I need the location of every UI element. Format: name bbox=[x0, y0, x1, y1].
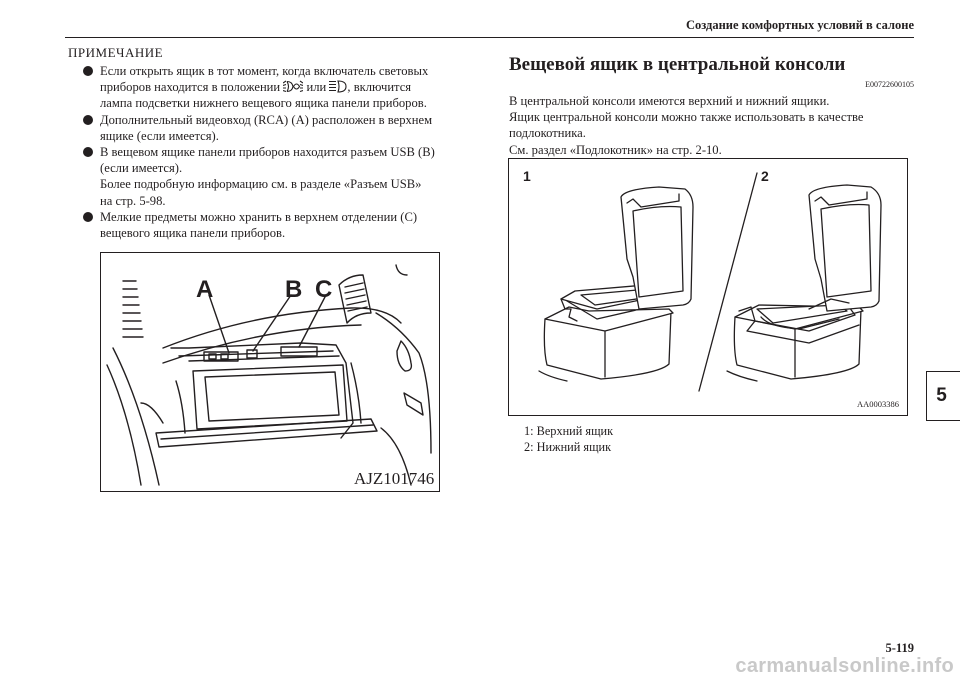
bullet-dot-icon bbox=[83, 66, 93, 76]
caption-upper-box: 1: Верхний ящик bbox=[524, 424, 614, 438]
caption-lower-box: 2: Нижний ящик bbox=[524, 440, 612, 454]
section-paragraph: В центральной консоли имеются верхний и … bbox=[509, 93, 909, 158]
figure1-code: AJZ101746 bbox=[354, 469, 434, 488]
note-text: или bbox=[306, 80, 327, 95]
glovebox-figure: A B C AJZ101746 bbox=[100, 252, 440, 492]
paragraph-line: подлокотника. bbox=[509, 126, 586, 141]
label-2: 2 bbox=[761, 168, 769, 184]
section-title: Вещевой ящик в центральной консоли bbox=[509, 54, 846, 75]
note-bullet: В вещевом ящике панели приборов находитс… bbox=[83, 144, 478, 209]
note-bullet: Мелкие предметы можно хранить в верхнем … bbox=[83, 209, 478, 241]
note-line: Мелкие предметы можно хранить в верхнем … bbox=[100, 209, 418, 224]
note-line-with-icons: приборов находится в положении или , вкл… bbox=[100, 79, 478, 95]
page-number: 5-119 bbox=[885, 641, 914, 655]
note-line: Более подробную информацию см. в разделе… bbox=[100, 177, 422, 192]
bullet-dot-icon bbox=[83, 114, 93, 125]
paragraph-line: В центральной консоли имеются верхний и … bbox=[509, 94, 830, 108]
label-1: 1 bbox=[523, 168, 531, 184]
chapter-tab: 5 bbox=[926, 371, 960, 421]
note-line: В вещевом ящике панели приборов находитс… bbox=[100, 145, 435, 160]
parking-light-icon bbox=[283, 80, 304, 93]
header-divider bbox=[65, 37, 914, 38]
figure2-code: AA0003386 bbox=[857, 399, 899, 409]
console-box-illustration: 1 2 AA0003386 bbox=[523, 168, 899, 409]
note-line: Если открыть ящик в тот момент, когда вк… bbox=[100, 64, 429, 78]
label-b: B bbox=[285, 276, 302, 303]
label-c: C bbox=[315, 276, 332, 303]
paragraph-line: См. раздел «Подлокотник» на стр. 2-10. bbox=[509, 142, 722, 157]
bullet-dot-icon bbox=[83, 147, 93, 158]
label-a: A bbox=[196, 276, 213, 303]
header-title: Создание комфортных условий в салоне bbox=[685, 18, 914, 32]
note-line: ящике (если имеется). bbox=[100, 128, 219, 143]
note-line: на стр. 5-98. bbox=[100, 193, 166, 208]
note-title: ПРИМЕЧАНИЕ bbox=[68, 45, 164, 60]
bullet-dot-icon bbox=[83, 211, 93, 222]
console-box-figure: 1 2 AA0003386 bbox=[508, 158, 908, 416]
note-line: лампа подсветки нижнего вещевого ящика п… bbox=[100, 96, 427, 111]
note-bullet: Если открыть ящик в тот момент, когда вк… bbox=[83, 63, 478, 112]
headlight-icon bbox=[329, 80, 347, 93]
note-bullet-list: Если открыть ящик в тот момент, когда вк… bbox=[83, 63, 478, 241]
note-line: Дополнительный видеовход (RCA) (A) распо… bbox=[100, 112, 433, 127]
note-line: вещевого ящика панели приборов. bbox=[100, 226, 286, 241]
note-bullet: Дополнительный видеовход (RCA) (A) распо… bbox=[83, 112, 478, 144]
section-code: E00722600105 bbox=[865, 80, 914, 89]
note-text: приборов находится в положении bbox=[100, 80, 281, 95]
glovebox-illustration: A B C AJZ101746 bbox=[106, 264, 434, 488]
paragraph-line: Ящик центральной консоли можно также исп… bbox=[509, 110, 864, 125]
note-line: (если имеется). bbox=[100, 161, 183, 176]
note-text: , включится bbox=[347, 80, 412, 95]
watermark: carmanualsonline.info bbox=[735, 655, 954, 677]
